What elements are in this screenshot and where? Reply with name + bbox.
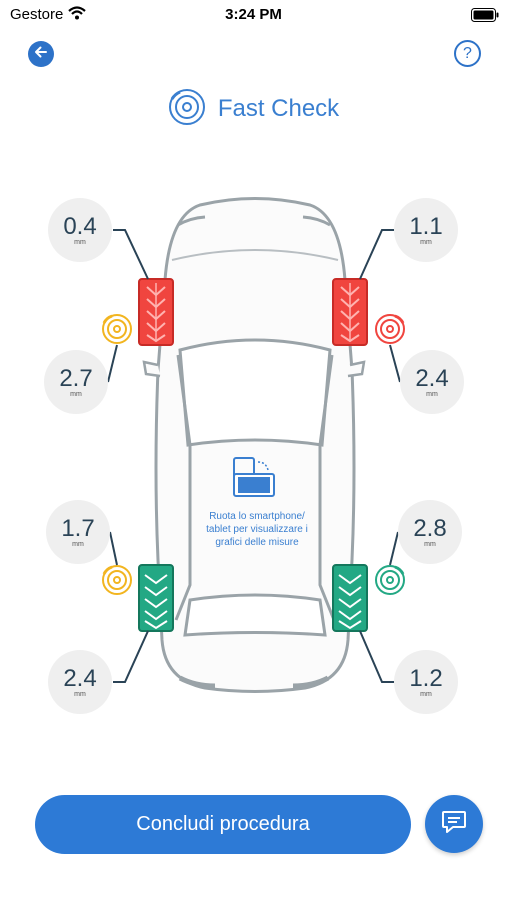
brake-front-right-icon bbox=[375, 314, 405, 344]
measure-rear-left-tyre: 2.4 mm bbox=[48, 650, 112, 714]
measure-value: 1.1 bbox=[409, 213, 443, 240]
measure-unit: mm bbox=[426, 391, 438, 398]
page-header: Fast Check bbox=[0, 88, 507, 130]
measure-unit: mm bbox=[74, 691, 86, 698]
measure-value: 2.4 bbox=[63, 665, 97, 692]
battery-icon bbox=[471, 8, 499, 27]
measure-value: 1.7 bbox=[61, 515, 95, 542]
measure-unit: mm bbox=[70, 391, 82, 398]
page-title: Fast Check bbox=[217, 95, 340, 122]
conclude-procedure-button[interactable]: Concludi procedura bbox=[35, 795, 411, 854]
measure-unit: mm bbox=[74, 239, 86, 246]
chat-button[interactable] bbox=[425, 795, 483, 853]
rotate-device-hint: Ruota lo smartphone/ tablet per visualiz… bbox=[206, 511, 308, 548]
rotate-phone-icon bbox=[233, 457, 275, 497]
tyre-rear-left bbox=[138, 564, 174, 632]
status-bar: Gestore 3:24 PM bbox=[0, 0, 507, 30]
measure-value: 2.7 bbox=[59, 365, 93, 392]
tyre-front-right bbox=[332, 278, 368, 346]
measure-value: 0.4 bbox=[63, 213, 97, 240]
measure-rear-right-brake: 2.8 mm bbox=[398, 500, 462, 564]
brake-front-left-icon bbox=[102, 314, 132, 344]
measure-rear-right-tyre: 1.2 mm bbox=[394, 650, 458, 714]
brake-rear-left-icon bbox=[102, 565, 132, 595]
back-button[interactable] bbox=[28, 41, 54, 67]
measure-value: 1.2 bbox=[409, 665, 443, 692]
measure-unit: mm bbox=[72, 541, 84, 548]
measure-front-left-tyre: 0.4 mm bbox=[48, 198, 112, 262]
brake-rear-right-icon bbox=[375, 565, 405, 595]
measure-front-right-brake: 2.4 mm bbox=[400, 350, 464, 414]
measure-value: 2.8 bbox=[413, 515, 447, 542]
tyre-rear-right bbox=[332, 564, 368, 632]
brake-disc-icon bbox=[168, 88, 206, 131]
question-mark-icon: ? bbox=[463, 44, 472, 62]
help-button[interactable]: ? bbox=[454, 40, 481, 67]
wifi-icon bbox=[68, 6, 86, 25]
carrier-name: Gestore bbox=[10, 6, 64, 23]
arrow-left-icon bbox=[34, 45, 48, 64]
car-diagram bbox=[102, 197, 405, 693]
measure-unit: mm bbox=[420, 239, 432, 246]
measure-unit: mm bbox=[420, 691, 432, 698]
measure-front-right-tyre: 1.1 mm bbox=[394, 198, 458, 262]
tyre-front-left bbox=[138, 278, 174, 346]
measure-unit: mm bbox=[424, 541, 436, 548]
status-time: 3:24 PM bbox=[225, 6, 282, 23]
measure-front-left-brake: 2.7 mm bbox=[44, 350, 108, 414]
measure-rear-left-brake: 1.7 mm bbox=[46, 500, 110, 564]
chat-bubble-icon bbox=[441, 810, 467, 839]
measure-value: 2.4 bbox=[415, 365, 449, 392]
